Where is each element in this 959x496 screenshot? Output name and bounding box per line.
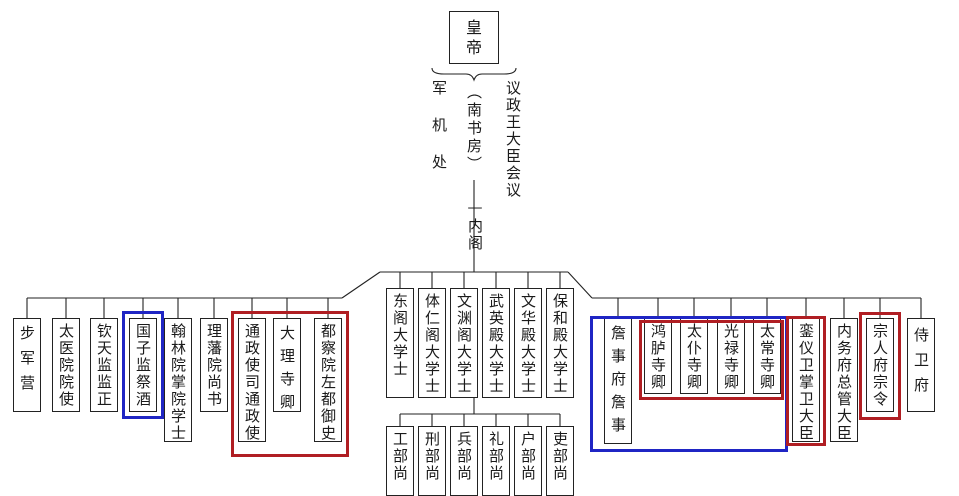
node-taiyiyuan: 太医院院使 <box>52 318 80 412</box>
node-shiweifu: 侍卫府 <box>907 318 935 412</box>
highlight-zongrenfu <box>859 312 901 420</box>
node-guozijian: 国子监祭酒 <box>129 318 157 412</box>
node-gongbu: 工部尚 <box>386 426 414 496</box>
node-dalisi: 大理寺卿 <box>273 318 301 417</box>
label-nanshufang: （南书房） <box>465 84 483 174</box>
highlight-left-group <box>231 311 349 457</box>
highlight-luanyiwei <box>786 316 826 446</box>
node-lifanyuan: 理藩院尚书 <box>200 318 228 412</box>
node-qintianjian: 钦天监监正 <box>90 318 118 412</box>
label-neige: —内阁 <box>466 198 484 252</box>
node-libu-personnel: 吏部尚 <box>546 426 574 496</box>
node-bujunying: 步军营 <box>13 318 41 412</box>
node-tirenge: 体仁阁大学士 <box>418 288 446 398</box>
node-dongge: 东阁大学士 <box>386 288 414 398</box>
node-emperor: 皇 帝 <box>449 11 499 64</box>
node-wenhuadian: 文华殿大学士 <box>514 288 542 398</box>
node-xingbu: 刑部尚 <box>418 426 446 496</box>
node-hanlinyuan: 翰林院掌院学士 <box>164 318 192 442</box>
node-duchayuan: 都察院左都御史 <box>314 318 342 442</box>
node-bingbu: 兵部尚 <box>450 426 478 496</box>
node-baohedian: 保和殿大学士 <box>546 288 574 398</box>
node-tongzhengshi: 通政使司通政使 <box>238 318 266 442</box>
node-zongrenfu: 宗人府宗令 <box>866 318 894 412</box>
node-neiwufu: 内务府总管大臣 <box>830 318 858 442</box>
node-wenyuange: 文渊阁大学士 <box>450 288 478 398</box>
label-yizheng: 议政王大臣会议 <box>504 80 522 199</box>
node-libu-rites: 礼部尚 <box>482 426 510 496</box>
node-hubu: 户部尚 <box>514 426 542 496</box>
label-junjichu: 军机处 <box>430 80 448 191</box>
node-wuyingdian: 武英殿大学士 <box>482 288 510 398</box>
emperor-brace <box>431 67 517 82</box>
highlight-guozijian <box>122 311 164 419</box>
highlight-si-group <box>639 320 784 400</box>
